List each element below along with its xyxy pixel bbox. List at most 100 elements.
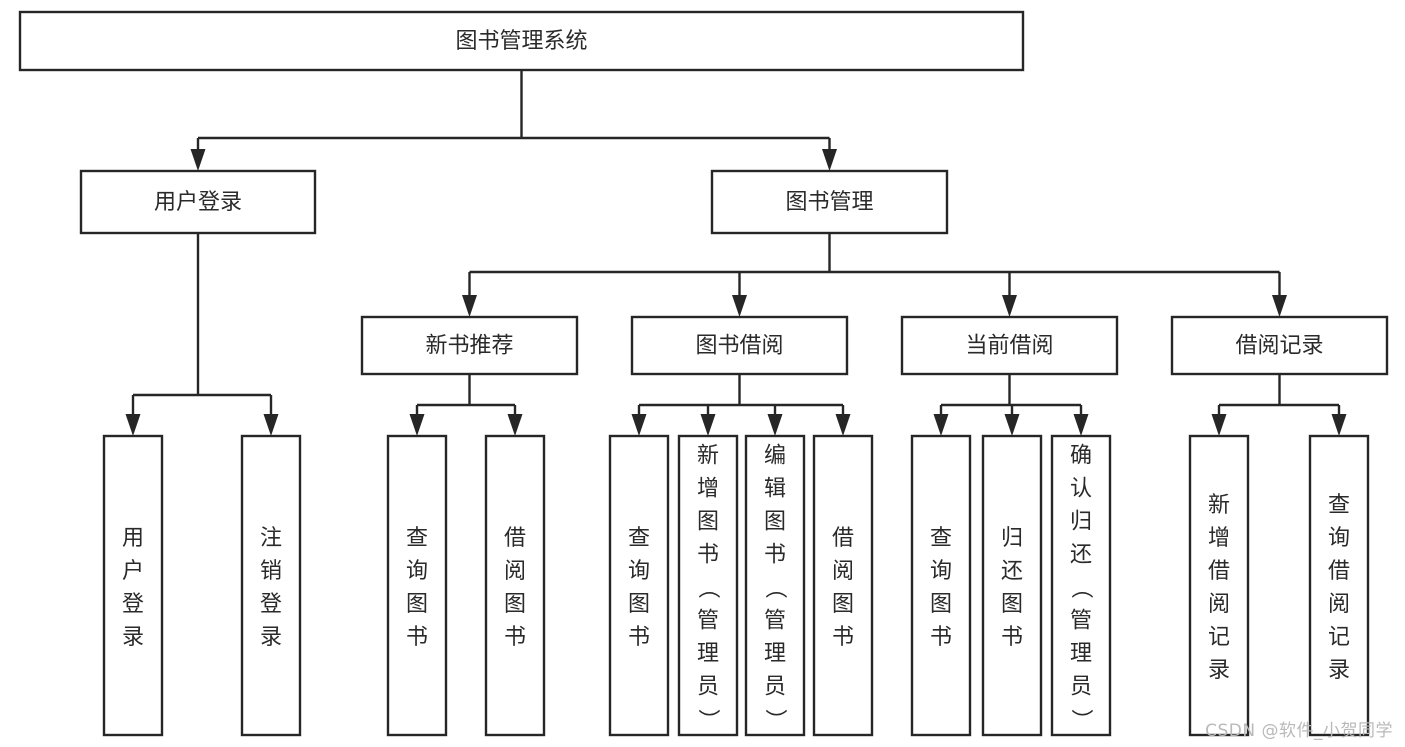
connector-layer (125, 70, 1347, 436)
node-borrow-record[interactable]: 借阅记录 (1170, 315, 1389, 376)
connector-group (125, 233, 279, 436)
svg-text:辑: 辑 (764, 477, 786, 502)
svg-text:注: 注 (260, 526, 282, 551)
node-box[interactable] (677, 434, 739, 737)
svg-text:图: 图 (832, 592, 854, 617)
node-box[interactable] (18, 10, 1025, 72)
node-box[interactable] (102, 434, 164, 737)
svg-text:（: （ (695, 577, 720, 599)
svg-text:借: 借 (504, 526, 526, 551)
connector-group (933, 374, 1089, 436)
node-box[interactable] (900, 315, 1119, 376)
node-book-manage[interactable]: 图书管理 (710, 169, 949, 235)
connector-group (190, 70, 837, 171)
node-box[interactable] (1308, 434, 1370, 737)
svg-text:书: 书 (628, 625, 650, 650)
node-user-login[interactable]: 用户登录 (79, 169, 317, 235)
svg-text:图: 图 (697, 510, 719, 535)
node-box[interactable] (484, 434, 546, 737)
node-label: 用户登录 (154, 190, 242, 215)
node-box[interactable] (630, 315, 849, 376)
node-box[interactable] (240, 434, 302, 737)
svg-text:查: 查 (1328, 493, 1350, 518)
svg-text:图: 图 (406, 592, 428, 617)
node-box[interactable] (910, 434, 972, 737)
node-current-borrow[interactable]: 当前借阅 (900, 315, 1119, 376)
svg-text:户: 户 (122, 559, 144, 584)
svg-text:书: 书 (1001, 625, 1023, 650)
svg-text:询: 询 (930, 559, 952, 584)
svg-text:）: ） (762, 709, 787, 731)
node-box[interactable] (1170, 315, 1389, 376)
arrow-head-icon (263, 414, 279, 436)
arrow-head-icon (409, 414, 425, 436)
svg-text:图: 图 (1001, 592, 1023, 617)
node-box[interactable] (744, 434, 806, 737)
arrow-head-icon (767, 414, 783, 436)
arrow-head-icon (700, 414, 716, 436)
node-box[interactable] (812, 434, 874, 737)
node-box[interactable] (608, 434, 670, 737)
node-label: 借阅记录 (1235, 334, 1323, 359)
svg-text:新: 新 (1208, 493, 1230, 518)
node-box[interactable] (1050, 434, 1112, 737)
node-box[interactable] (1188, 434, 1250, 737)
svg-text:理: 理 (1070, 642, 1092, 667)
arrow-head-icon (732, 295, 747, 317)
svg-text:编: 编 (764, 444, 786, 469)
connector-group (631, 374, 851, 436)
node-label: 图书管理系统 (455, 29, 587, 54)
svg-text:图: 图 (764, 510, 786, 535)
connector-group (462, 233, 1287, 317)
svg-text:询: 询 (1328, 526, 1350, 551)
svg-text:理: 理 (764, 642, 786, 667)
arrow-head-icon (1002, 295, 1017, 317)
node-box[interactable] (981, 434, 1043, 737)
arrow-head-icon (835, 414, 851, 436)
svg-text:图: 图 (628, 592, 650, 617)
svg-text:图: 图 (504, 592, 526, 617)
svg-text:员: 员 (764, 675, 786, 700)
node-box[interactable] (386, 434, 448, 737)
svg-text:书: 书 (504, 625, 526, 650)
svg-text:询: 询 (406, 559, 428, 584)
node-box[interactable] (710, 169, 949, 235)
arrow-head-icon (822, 149, 837, 171)
svg-text:查: 查 (406, 526, 428, 551)
node-book-borrow[interactable]: 图书借阅 (630, 315, 849, 376)
node-label: 用户登录 (122, 526, 144, 650)
node-box[interactable] (79, 169, 317, 235)
arrow-head-icon (507, 414, 523, 436)
svg-text:销: 销 (260, 559, 282, 584)
svg-text:员: 员 (697, 675, 719, 700)
svg-text:询: 询 (628, 559, 650, 584)
node-leaf-user-login[interactable]: 用户登录 (102, 434, 164, 737)
arrow-head-icon (462, 295, 477, 317)
svg-text:录: 录 (1328, 658, 1350, 683)
svg-text:录: 录 (260, 625, 282, 650)
arrow-head-icon (1211, 414, 1227, 436)
svg-text:管: 管 (1070, 609, 1092, 634)
svg-text:增: 增 (697, 477, 719, 502)
svg-text:录: 录 (1208, 658, 1230, 683)
node-new-book-rec[interactable]: 新书推荐 (360, 315, 579, 376)
node-root[interactable]: 图书管理系统 (18, 10, 1025, 72)
node-box[interactable] (360, 315, 579, 376)
svg-text:阅: 阅 (1328, 592, 1350, 617)
svg-text:借: 借 (1208, 559, 1230, 584)
